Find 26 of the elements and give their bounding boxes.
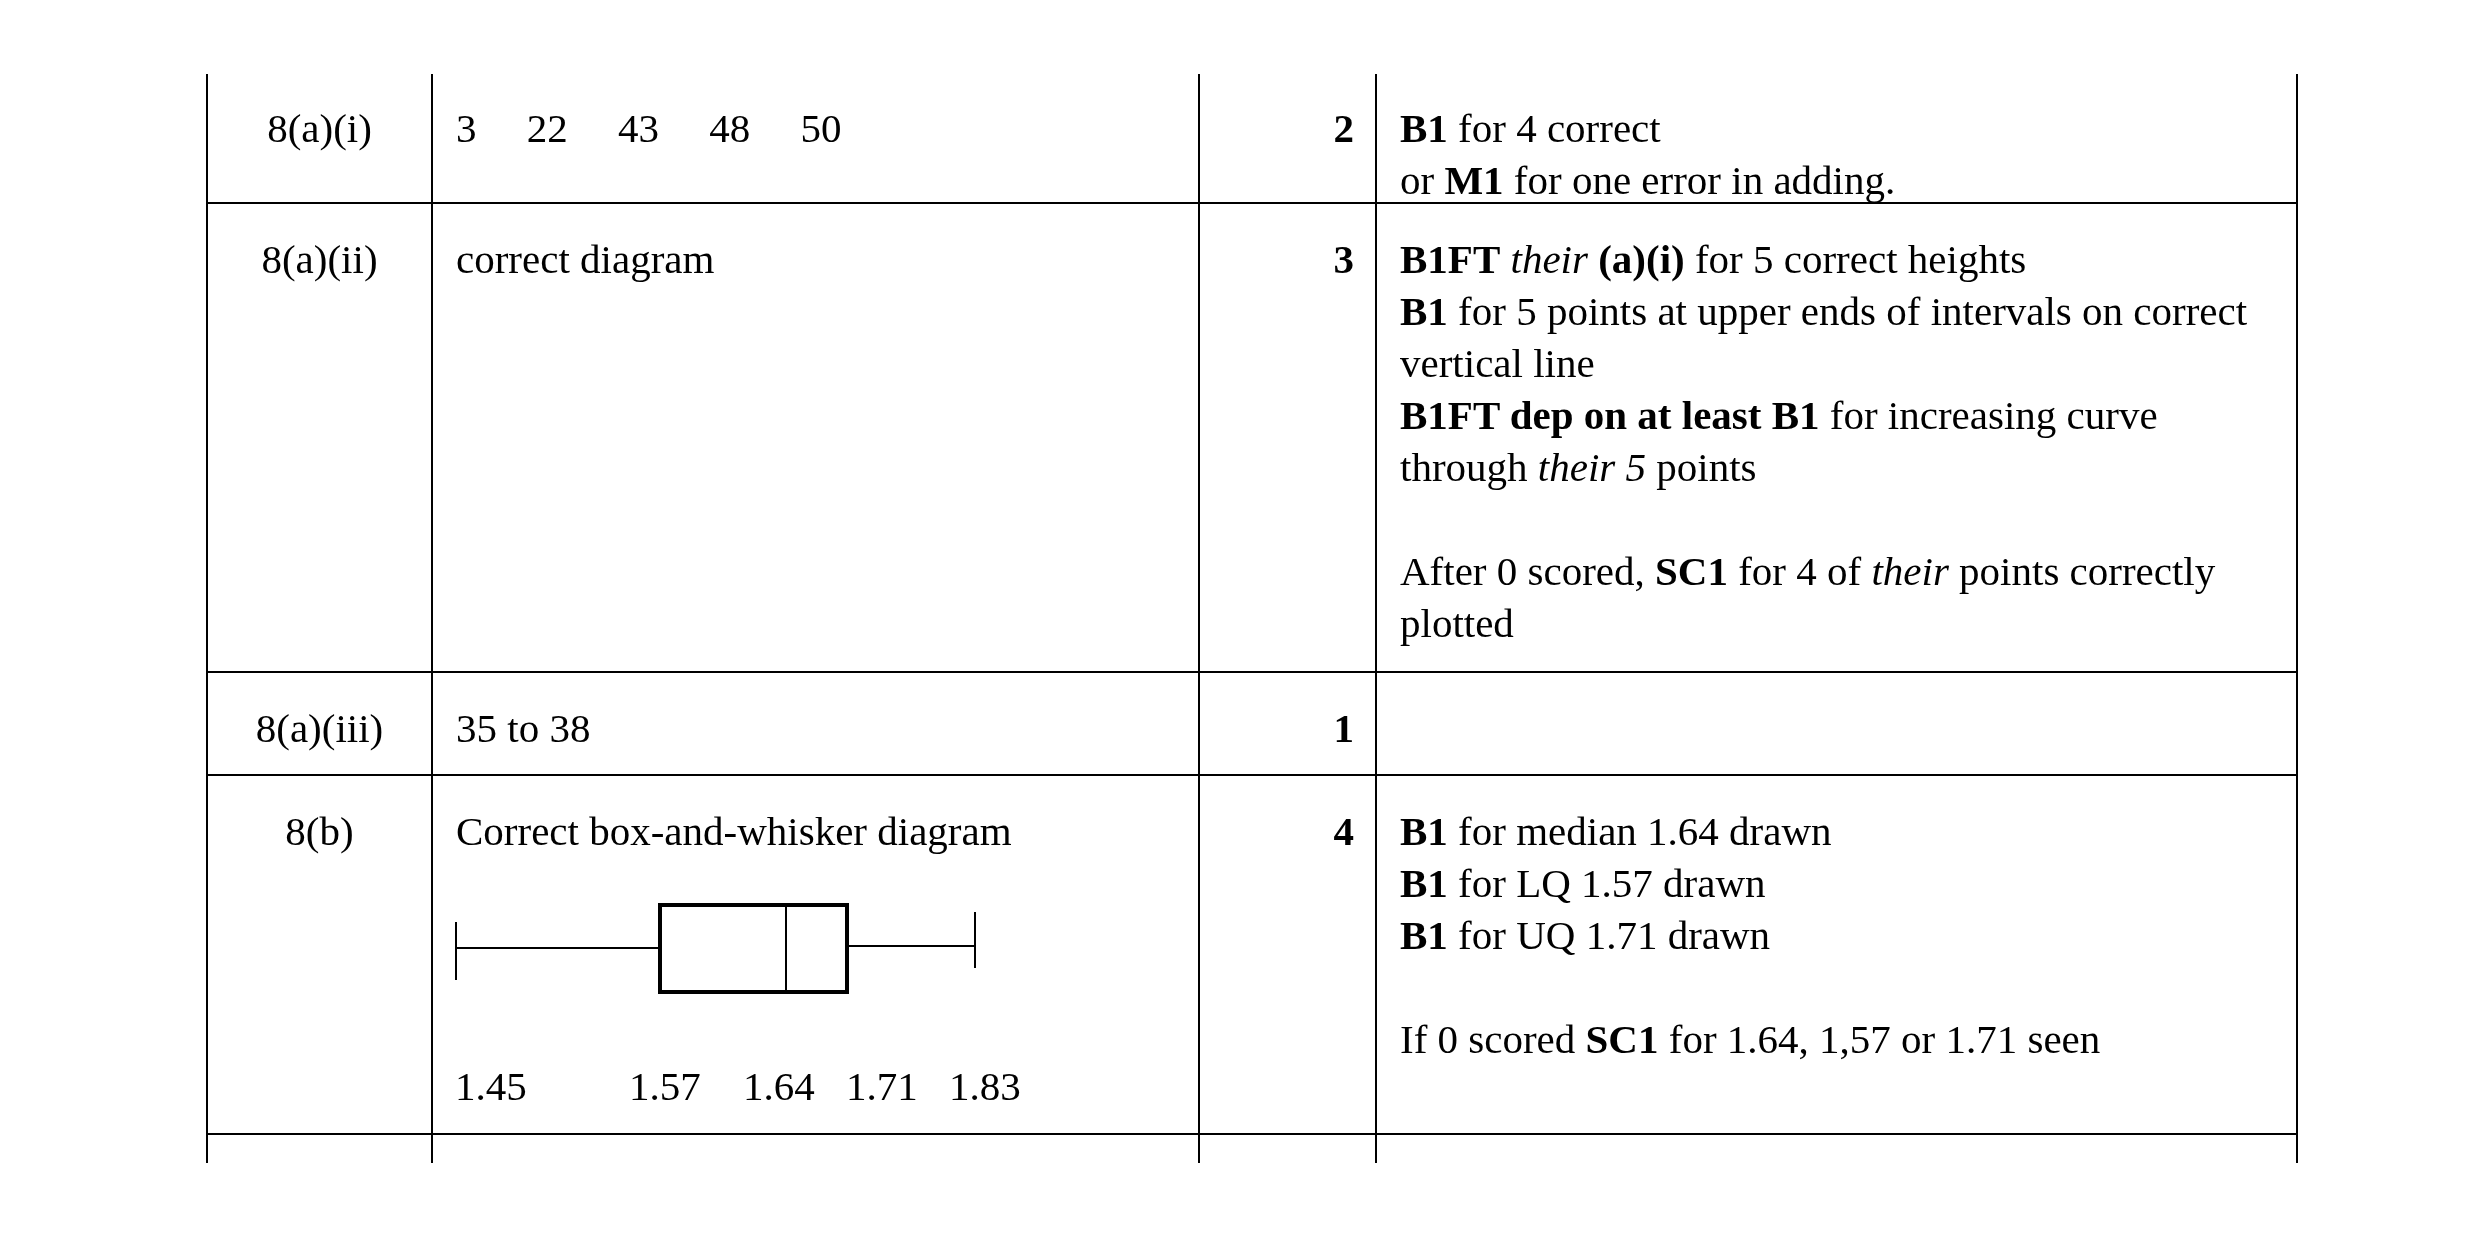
question-number: 8(a)(ii) (260, 235, 379, 284)
question-number: 8(a)(i) (266, 104, 373, 153)
question-number: 8(a)(iii) (254, 704, 385, 753)
axis-value: 1.71 (846, 1062, 918, 1111)
mark-value: 2 (1332, 104, 1354, 153)
mark-value: 1 (1332, 704, 1354, 753)
axis-value: 1.64 (743, 1062, 815, 1111)
question-number: 8(b) (284, 807, 355, 856)
answer-text: correct diagram (456, 235, 716, 284)
axis-value: 1.45 (455, 1062, 527, 1111)
axis-value: 1.57 (629, 1062, 701, 1111)
guidance-text: B1 for LQ 1.57 drawn (1400, 859, 1767, 908)
guidance-text: If 0 scored SC1 for 1.64, 1,57 or 1.71 seen (1400, 1015, 2102, 1064)
mark-value: 3 (1332, 235, 1354, 284)
guidance-text: B1FT dep on at least B1 for increasing curve through their 5 points (1400, 391, 2159, 492)
guidance-text: or M1 for one error in adding. (1400, 156, 1897, 205)
guidance-text: B1 for UQ 1.71 drawn (1400, 911, 1772, 960)
answer-text: 35 to 38 (456, 704, 592, 753)
axis-value: 1.83 (949, 1062, 1021, 1111)
guidance-text: B1 for median 1.64 drawn (1400, 807, 1833, 856)
answer-text: Correct box-and-whisker diagram (456, 807, 1013, 856)
guidance-text: After 0 scored, SC1 for 4 of their points correctly plotted (1400, 547, 2217, 648)
guidance-text: B1FT their (a)(i) for 5 correct heights (1400, 235, 2028, 284)
guidance-text: B1 for 4 correct (1400, 104, 1662, 153)
mark-value: 4 (1332, 807, 1354, 856)
answer-values: 3 22 43 48 50 (456, 104, 843, 153)
